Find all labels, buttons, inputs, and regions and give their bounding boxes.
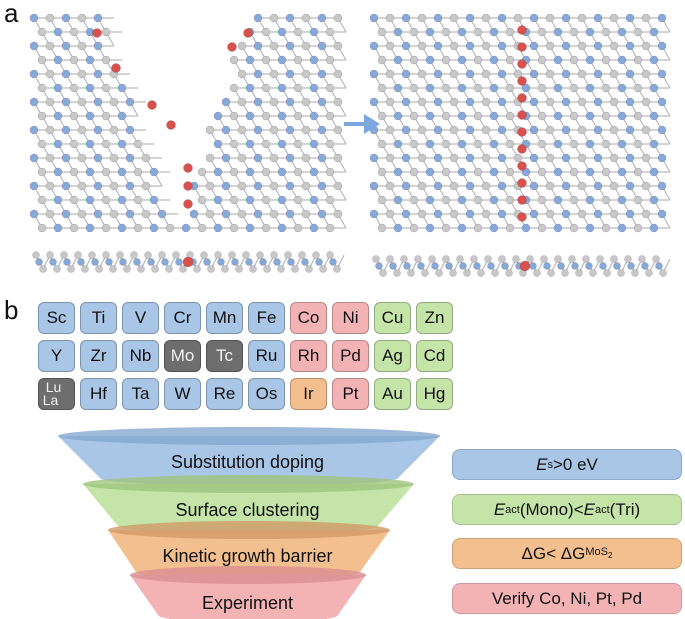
- element-ru: Ru: [248, 340, 285, 372]
- element-mo: Mo: [164, 340, 201, 372]
- right-arrow-icon: [344, 114, 380, 134]
- panel-label-a: a: [4, 0, 19, 28]
- criterion-2-mid: (Mono)<: [519, 499, 584, 519]
- element-au: Au: [374, 378, 411, 410]
- element-zr: Zr: [80, 340, 117, 372]
- element-hg: Hg: [416, 378, 453, 410]
- lattice-right-sheet: [369, 13, 671, 233]
- side-view-left: [32, 251, 345, 273]
- funnel-layer-2: [83, 475, 414, 534]
- element-rh: Rh: [290, 340, 327, 372]
- element-y: Y: [38, 340, 75, 372]
- element-pd: Pd: [332, 340, 369, 372]
- element-mn: Mn: [206, 302, 243, 334]
- element-w: W: [164, 378, 201, 410]
- element-pt: Pt: [332, 378, 369, 410]
- stage-kinetic-growth-barrier: Kinetic growth barrier: [162, 546, 333, 566]
- criterion-2-e1: E: [493, 499, 506, 519]
- element-nb: Nb: [122, 340, 159, 372]
- element-cr: Cr: [164, 302, 201, 334]
- criterion-2-sub1: act: [505, 503, 520, 516]
- funnel-layer-4: [130, 566, 366, 619]
- criterion-3-sub: MoS: [585, 546, 608, 559]
- stage-substitution-doping: Substitution doping: [170, 452, 325, 472]
- lattice-left-sheet: [29, 13, 347, 233]
- element-ag: Ag: [374, 340, 411, 372]
- element-ti: Ti: [80, 302, 117, 334]
- element-v: V: [122, 302, 159, 334]
- element-co: Co: [290, 302, 327, 334]
- element-zn: Zn: [416, 302, 453, 334]
- panel-label-b: b: [4, 295, 19, 325]
- funnel-layer-3: [108, 521, 390, 580]
- stage-surface-clustering: Surface clustering: [175, 500, 320, 520]
- element-cu: Cu: [374, 302, 411, 334]
- element-tc: Tc: [206, 340, 243, 372]
- element-ir: Ir: [290, 378, 327, 410]
- element-sc: Sc: [38, 302, 75, 334]
- criterion-2-e2: E: [583, 499, 595, 519]
- criterion-1-symbol: E: [536, 454, 548, 474]
- element-fe: Fe: [248, 302, 285, 334]
- criterion-3-text: ΔG< ΔG: [521, 543, 586, 563]
- element-ta: Ta: [122, 378, 159, 410]
- element-symbol: Lu: [45, 379, 62, 395]
- element-re: Re: [206, 378, 243, 410]
- criterion-2-sub2: act: [594, 503, 610, 516]
- criterion-verify: Verify Co, Ni, Pt, Pd: [452, 583, 682, 614]
- element-cd: Cd: [416, 340, 453, 372]
- stage-experiment: Experiment: [201, 593, 294, 613]
- lattice-illustration: [29, 13, 671, 277]
- element-hf: Hf: [80, 378, 117, 410]
- element-ni: Ni: [332, 302, 369, 334]
- side-view-right: [372, 255, 671, 277]
- funnel-layer-1: [58, 427, 440, 486]
- element-os: Os: [248, 378, 285, 410]
- criterion-1-sub: s: [547, 458, 553, 471]
- element-symbol-secondary: La: [42, 392, 59, 408]
- criterion-2-end: (Tri): [609, 499, 641, 519]
- criterion-1-rest: >0 eV: [552, 454, 598, 474]
- criterion-3-subsub: 2: [607, 551, 613, 561]
